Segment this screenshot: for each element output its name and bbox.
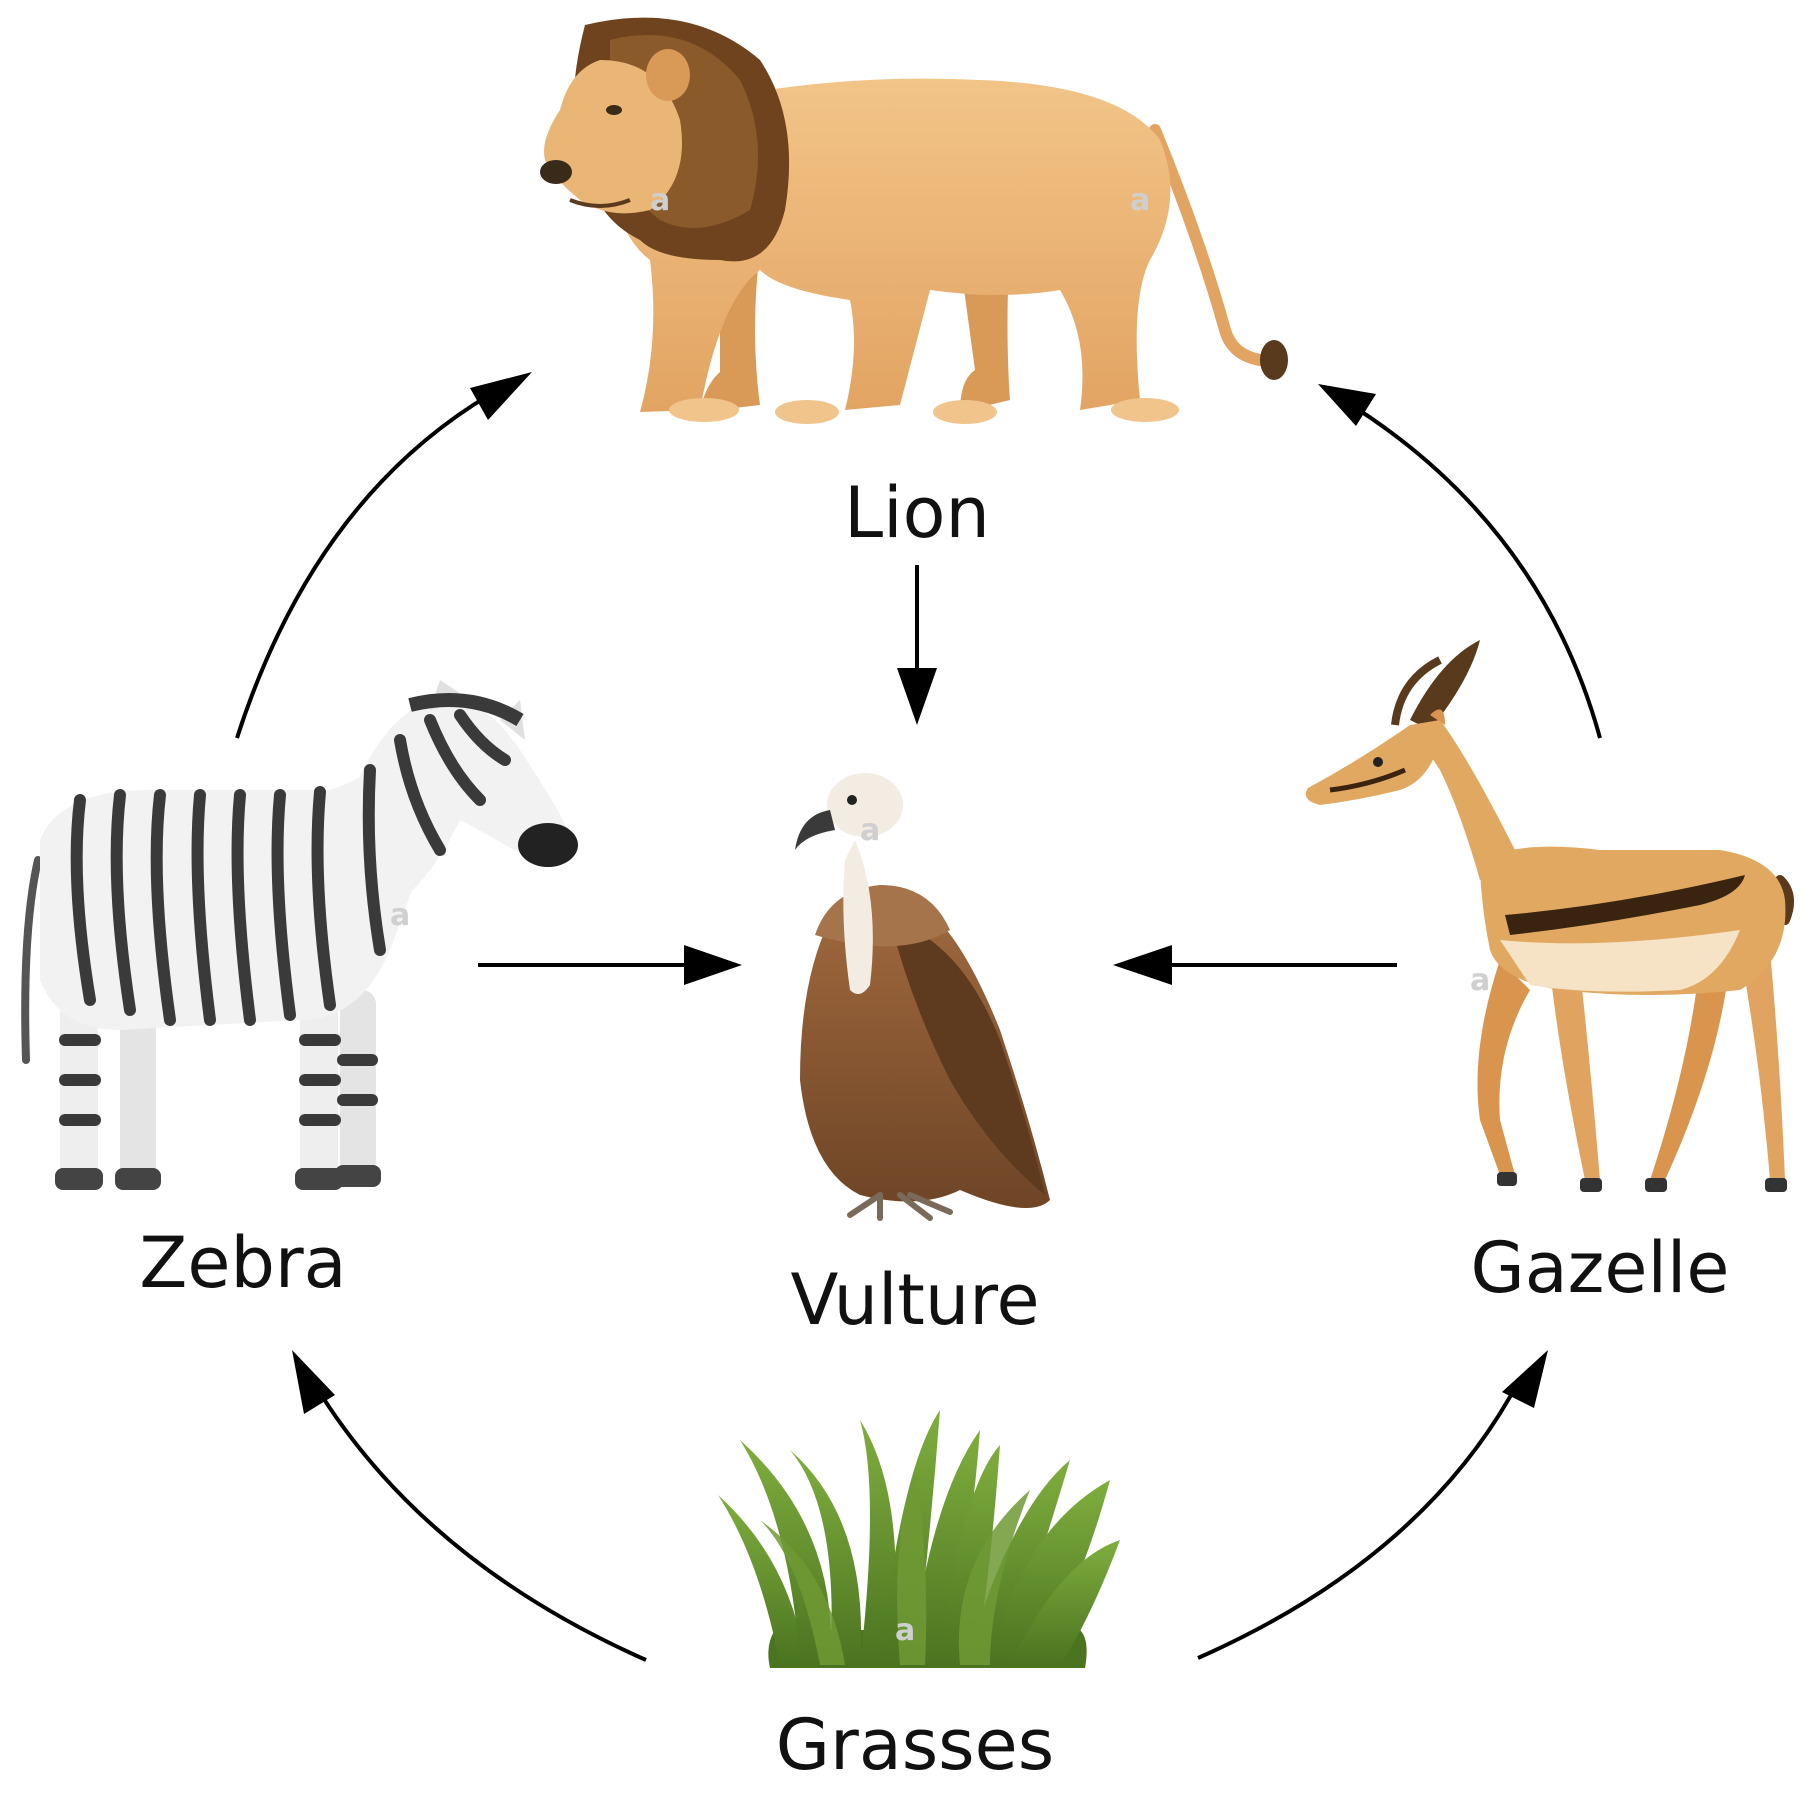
svg-text:a: a <box>650 183 670 218</box>
svg-text:a: a <box>860 813 880 848</box>
arrow-grasses-to-zebra <box>312 1380 646 1660</box>
svg-text:a: a <box>895 1613 915 1648</box>
grass-icon: a <box>718 1410 1120 1668</box>
arrowhead-zebra-to-lion <box>470 372 532 420</box>
svg-text:a: a <box>1470 963 1490 998</box>
svg-text:a: a <box>390 898 410 933</box>
arrow-zebra-to-lion <box>237 378 520 738</box>
vulture-icon: a <box>795 773 1050 1218</box>
zebra-label: Zebra <box>139 1228 346 1298</box>
arrow-gazelle-to-lion <box>1340 398 1600 738</box>
arrowhead-gazelle-to-vulture <box>1113 945 1172 985</box>
lion-label: Lion <box>844 478 990 548</box>
svg-text:a: a <box>1130 183 1150 218</box>
grasses-label: Grasses <box>776 1710 1054 1780</box>
arrowhead-lion-to-vulture <box>897 668 937 725</box>
gazelle-icon: a <box>1306 640 1789 1192</box>
gazelle-label: Gazelle <box>1471 1233 1730 1303</box>
zebra-icon: a <box>25 680 578 1190</box>
vulture-label: Vulture <box>790 1265 1039 1335</box>
lion-icon: a a <box>540 18 1288 424</box>
arrowhead-gazelle-to-lion <box>1318 384 1376 426</box>
arrow-grasses-to-gazelle <box>1198 1388 1515 1658</box>
arrowhead-zebra-to-vulture <box>684 945 742 985</box>
